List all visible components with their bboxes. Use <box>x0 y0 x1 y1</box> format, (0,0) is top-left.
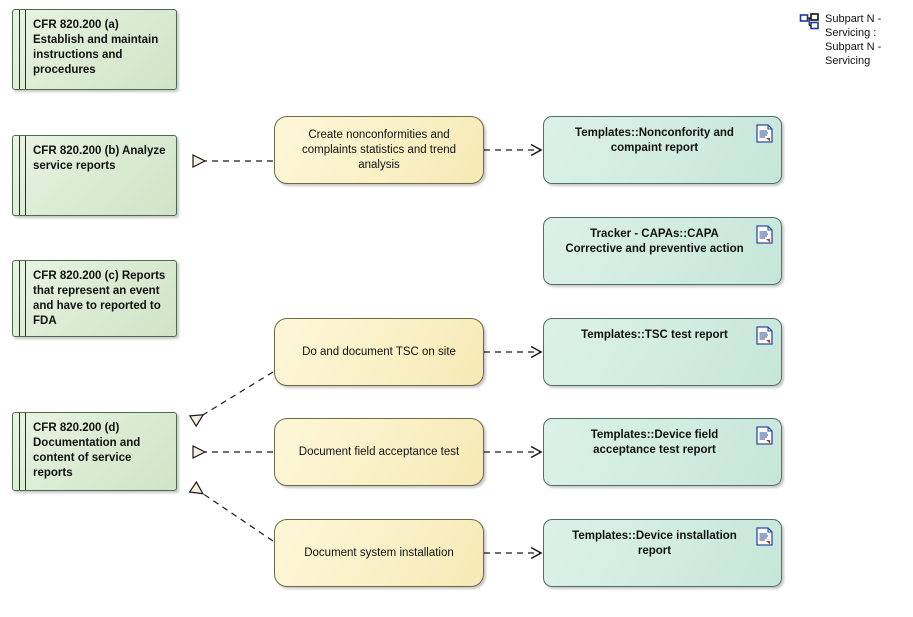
activity-label: Document system installation <box>304 546 454 559</box>
requirement-node-cfr-820-200-a[interactable]: CFR 820.200 (a) Establish and maintain i… <box>12 9 177 90</box>
requirement-stereotype-bar <box>19 261 26 336</box>
document-node-device-field-acceptance-test-report[interactable]: Templates::Device field acceptance test … <box>543 418 782 486</box>
diagram-reference[interactable]: Subpart N - Servicing : Subpart N - Serv… <box>799 12 907 68</box>
activity-label: Create nonconformities and complaints st… <box>301 128 457 171</box>
document-node-nonconformity-complaint-report[interactable]: Templates::Nonconfority and compaint rep… <box>543 116 782 184</box>
activity-node-create-nonconformities[interactable]: Create nonconformities and complaints st… <box>274 116 484 184</box>
document-icon <box>756 326 773 345</box>
document-icon <box>756 426 773 445</box>
connector-act2-to-reqd[interactable] <box>193 371 274 421</box>
document-label: Templates::Nonconfority and compaint rep… <box>575 127 734 154</box>
activity-label: Do and document TSC on site <box>302 345 456 358</box>
requirement-label: CFR 820.200 (d) Documentation and conten… <box>33 422 141 479</box>
requirement-node-cfr-820-200-b[interactable]: CFR 820.200 (b) Analyze service reports <box>12 135 177 216</box>
connector-act4-to-reqd[interactable] <box>193 487 274 542</box>
document-label: Tracker - CAPAs::CAPA Corrective and pre… <box>565 228 744 255</box>
document-icon <box>756 124 773 143</box>
document-label: Templates::TSC test report <box>581 329 728 341</box>
document-label: Templates::Device field acceptance test … <box>590 429 719 456</box>
document-icon <box>756 225 773 244</box>
activity-node-do-document-tsc[interactable]: Do and document TSC on site <box>274 318 484 386</box>
activity-label: Document field acceptance test <box>298 445 460 458</box>
requirement-label: CFR 820.200 (b) Analyze service reports <box>33 145 166 172</box>
requirement-node-cfr-820-200-d[interactable]: CFR 820.200 (d) Documentation and conten… <box>12 412 177 491</box>
activity-node-document-system-installation[interactable]: Document system installation <box>274 519 484 587</box>
requirement-node-cfr-820-200-c[interactable]: CFR 820.200 (c) Reports that represent a… <box>12 260 177 337</box>
document-label: Templates::Device installation report <box>572 530 737 557</box>
document-node-device-installation-report[interactable]: Templates::Device installation report <box>543 519 782 587</box>
diagram-reference-label: Subpart N - Servicing : Subpart N - Serv… <box>825 13 882 67</box>
document-node-capa-corrective-preventive-action[interactable]: Tracker - CAPAs::CAPA Corrective and pre… <box>543 217 782 285</box>
activity-node-document-field-acceptance-test[interactable]: Document field acceptance test <box>274 418 484 486</box>
document-icon <box>756 527 773 546</box>
requirement-stereotype-bar <box>19 136 26 215</box>
requirement-stereotype-bar <box>19 10 26 89</box>
requirement-label: CFR 820.200 (c) Reports that represent a… <box>33 270 166 327</box>
requirement-label: CFR 820.200 (a) Establish and maintain i… <box>33 19 159 76</box>
requirement-stereotype-bar <box>19 413 26 490</box>
document-node-tsc-test-report[interactable]: Templates::TSC test report <box>543 318 782 386</box>
diagram-package-icon <box>799 13 819 31</box>
